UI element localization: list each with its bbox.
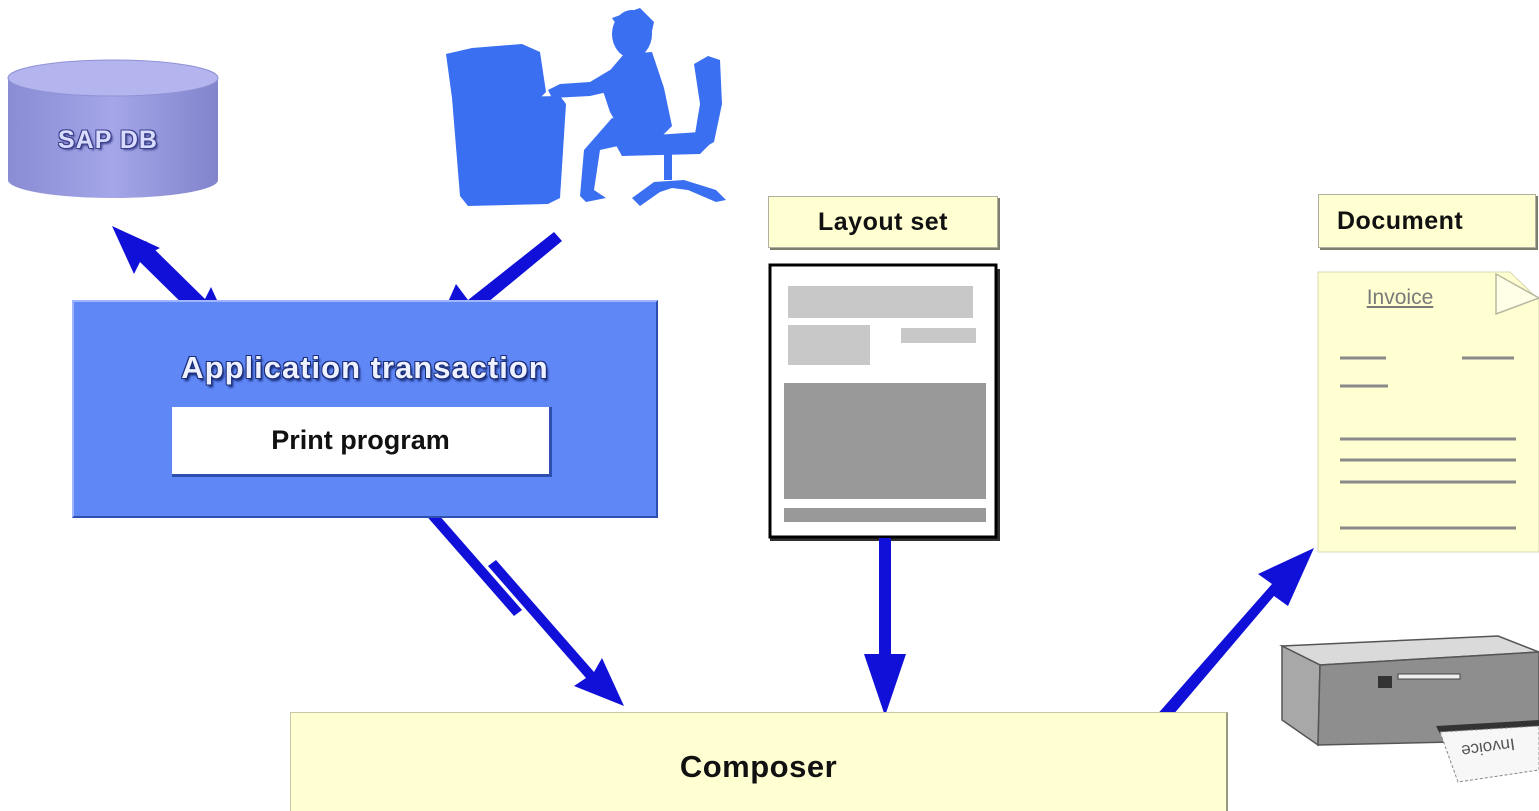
invoice-title: Invoice <box>1366 286 1434 309</box>
print-program-box: Print program <box>172 407 552 477</box>
arrow-layout-composer <box>864 538 906 716</box>
printer-icon <box>1279 635 1539 783</box>
layout-page-icon <box>768 263 1000 541</box>
database-label: SAP DB <box>57 125 158 154</box>
document-page-icon <box>1317 271 1539 553</box>
arrow-composer-document <box>1140 548 1314 742</box>
application-transaction-title: Application transaction <box>181 350 549 385</box>
layout-set-label: Layout set <box>768 196 998 248</box>
composer-box: Composer <box>290 712 1228 811</box>
document-label: Document <box>1318 194 1536 248</box>
database-cylinder-icon <box>7 59 219 198</box>
user-at-computer-icon <box>446 8 726 206</box>
